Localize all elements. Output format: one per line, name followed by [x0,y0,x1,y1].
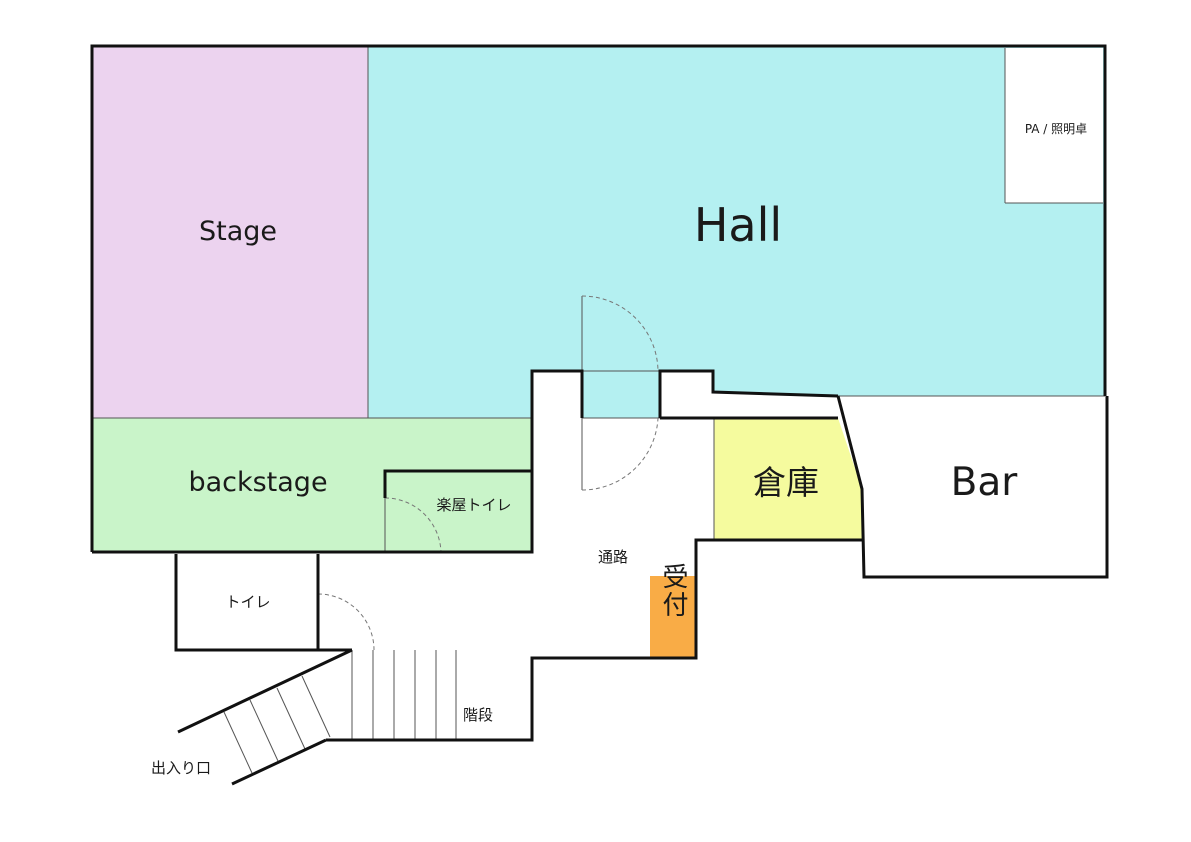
stairs-label: 階段 [463,706,493,724]
backstage-area [92,418,532,552]
storage-area [714,418,862,540]
stage-label: Stage [199,216,277,247]
corridor-label: 通路 [598,548,628,566]
reception-label: 受付 [658,563,688,619]
dressing-toilet-label: 楽屋トイレ [436,496,511,514]
backstage-label: backstage [188,467,327,498]
entrance-label: 出入り口 [151,759,211,777]
storage-label: 倉庫 [753,463,819,502]
stairs [223,650,457,774]
toilet-label: トイレ [225,593,270,611]
pa-booth-label: PA / 照明卓 [1025,122,1087,136]
hall-area [368,46,1105,418]
bar-label: Bar [951,460,1019,505]
reception-desk [650,576,696,657]
hall-label: Hall [694,198,782,252]
pa-booth-area [1005,48,1103,203]
stage-area [92,46,368,418]
